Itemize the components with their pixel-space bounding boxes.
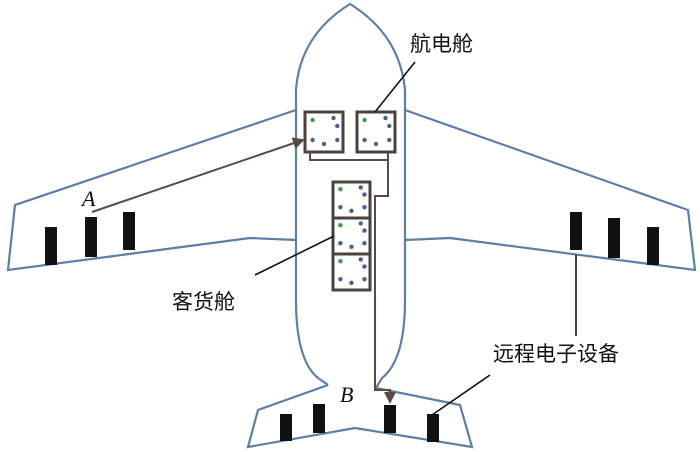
connector-dot	[373, 141, 379, 147]
remote-electronics-label: 远程电子设备	[493, 342, 619, 366]
connector-dot	[335, 123, 340, 129]
connector-dot	[362, 277, 367, 282]
connector-dot	[358, 221, 363, 226]
connector-dot	[358, 257, 363, 262]
connector-dot	[338, 241, 343, 246]
wiring	[91, 137, 396, 404]
connector-dot	[310, 137, 315, 143]
point-b-label: B	[340, 382, 354, 407]
connector-dot	[349, 244, 354, 249]
connector-dot	[310, 117, 315, 123]
remote-electronic-devices	[45, 212, 659, 442]
connector-dot	[362, 205, 367, 210]
connector-dot	[321, 141, 327, 147]
connector-dot	[349, 280, 354, 285]
connector-dot	[362, 137, 367, 143]
connector-dot	[349, 208, 354, 213]
aircraft-outline	[6, 2, 697, 449]
leader-lines	[254, 61, 577, 416]
point-a-label: A	[82, 186, 96, 211]
connector-dot	[338, 187, 343, 192]
connector-dots	[310, 115, 392, 285]
tail	[246, 383, 474, 449]
connector-dot	[331, 115, 336, 121]
connector-dot	[383, 115, 388, 121]
connector-dot	[387, 123, 392, 129]
fuselage	[294, 2, 407, 389]
cargo-cabin-label: 客货舱	[172, 290, 235, 314]
connector-dot	[362, 241, 367, 246]
connector-dot	[362, 117, 367, 123]
avionics-bay-label: 航电舱	[410, 32, 473, 56]
connector-dot	[338, 205, 343, 210]
connector-dot	[362, 228, 367, 233]
connector-dot	[362, 192, 367, 197]
connector-dot	[387, 137, 392, 143]
connector-dot	[338, 277, 343, 282]
left-wing	[6, 108, 297, 272]
connector-dot	[335, 137, 340, 143]
cabin-boxes	[303, 110, 397, 292]
right-wing	[404, 108, 697, 272]
connector-dot	[338, 223, 343, 228]
connector-dot	[362, 264, 367, 269]
connector-dot	[338, 259, 343, 264]
connector-dot	[358, 185, 363, 190]
